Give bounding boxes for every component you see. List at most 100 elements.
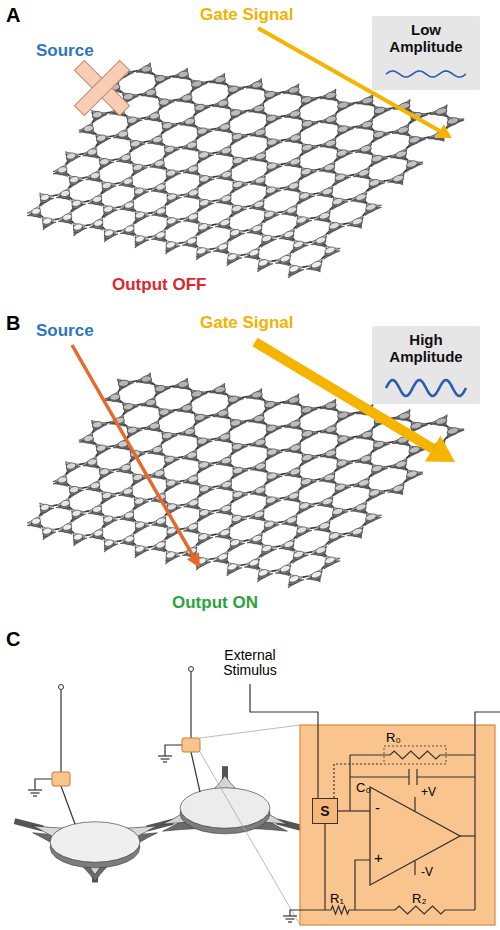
plate-top	[353, 476, 370, 487]
resonator-cell	[334, 173, 350, 186]
resonator-cell	[264, 400, 281, 412]
disc-top	[289, 493, 299, 499]
disc-top	[94, 530, 103, 536]
plate-top	[136, 373, 153, 384]
plate-top	[56, 187, 70, 198]
plate-top	[215, 526, 230, 537]
disc-top	[325, 557, 335, 563]
resonator-cell	[387, 172, 404, 185]
plate-top	[267, 472, 283, 483]
resonator-cell	[371, 154, 388, 167]
disc-top	[232, 205, 242, 211]
resonator-cell	[248, 412, 264, 424]
resonator-cell	[40, 503, 54, 516]
plate-top	[250, 436, 266, 447]
resonator-cell	[183, 210, 198, 223]
disc-top	[255, 487, 265, 493]
plate-top	[102, 181, 117, 192]
plate-top	[266, 186, 282, 197]
plate-top	[215, 121, 231, 132]
disc-top	[135, 522, 144, 528]
resonator-cell	[302, 429, 318, 441]
disc-top	[197, 438, 207, 444]
resonator-cell	[317, 185, 333, 198]
disc-top	[290, 135, 300, 141]
disc-top	[301, 168, 311, 174]
terminal	[189, 667, 194, 672]
disc-top	[72, 200, 81, 206]
resonator-cell	[104, 229, 118, 242]
resonator-cell	[42, 527, 56, 540]
disc-top	[372, 155, 383, 161]
cross-bar	[74, 60, 129, 115]
resonator-cell	[447, 117, 464, 129]
disc-top	[266, 187, 276, 193]
disc-top	[302, 430, 312, 436]
plate-top	[27, 205, 41, 216]
plate-top	[390, 458, 407, 469]
resonator-cell	[347, 215, 364, 228]
plate-top	[217, 168, 232, 179]
plate-top	[302, 143, 318, 154]
plate-top	[320, 89, 337, 100]
plate-top	[320, 113, 336, 124]
disc-top	[165, 146, 175, 152]
disc-top	[447, 118, 458, 124]
disc-top	[199, 534, 208, 540]
resonator-cell	[267, 138, 283, 151]
disc-top	[218, 244, 227, 250]
resonator-cell	[233, 156, 248, 169]
resonator-cell	[247, 222, 262, 235]
output-wire	[475, 712, 500, 755]
resonator-cell	[217, 478, 232, 491]
resonator-cell	[227, 85, 244, 97]
terminal	[59, 685, 64, 690]
disc-top	[266, 115, 276, 121]
plate-top	[197, 437, 213, 448]
disc-top	[180, 788, 270, 829]
disc-top	[302, 144, 312, 150]
plate-top	[134, 187, 149, 198]
disc-top	[289, 397, 300, 403]
plate-top	[69, 175, 84, 186]
disc-top	[104, 230, 113, 236]
plate-top	[332, 507, 348, 518]
disc-top	[188, 166, 198, 172]
disc-top	[254, 105, 264, 111]
plate-side	[320, 424, 336, 435]
resonator-cell	[118, 485, 133, 498]
plate-top	[116, 461, 131, 472]
disc-top	[197, 248, 206, 254]
plate-top	[285, 465, 301, 476]
stimulus-wire	[190, 672, 191, 738]
resonator-cell	[210, 383, 227, 395]
resonator-cell	[356, 428, 373, 440]
disc-top	[159, 409, 169, 415]
plate-top	[147, 443, 162, 454]
disc-top	[262, 235, 272, 241]
plate-top	[66, 152, 81, 163]
blocked-cross	[74, 60, 129, 115]
disc-top	[362, 121, 373, 127]
disc-top	[280, 565, 290, 571]
resonator-cell	[122, 402, 138, 414]
disc-top	[135, 188, 144, 194]
disc-top	[411, 422, 422, 428]
disc-top	[233, 491, 243, 497]
resonator-cell	[120, 509, 134, 522]
resonator-cell	[250, 174, 265, 187]
resonator-cell	[248, 102, 264, 114]
disc-top	[267, 163, 277, 169]
resonator-cell	[120, 533, 134, 546]
ground-symbol	[161, 758, 170, 759]
disc-top	[104, 206, 113, 212]
plate-top	[246, 389, 263, 400]
circuit-box-small	[182, 738, 200, 752]
resonator-cell	[275, 252, 291, 266]
resonator-cell	[292, 240, 308, 254]
resonator-cell	[264, 520, 280, 533]
resonator-cell	[283, 84, 300, 96]
disc-top	[187, 452, 197, 458]
resonator-cell	[314, 519, 330, 532]
resonator-cell	[194, 413, 210, 425]
